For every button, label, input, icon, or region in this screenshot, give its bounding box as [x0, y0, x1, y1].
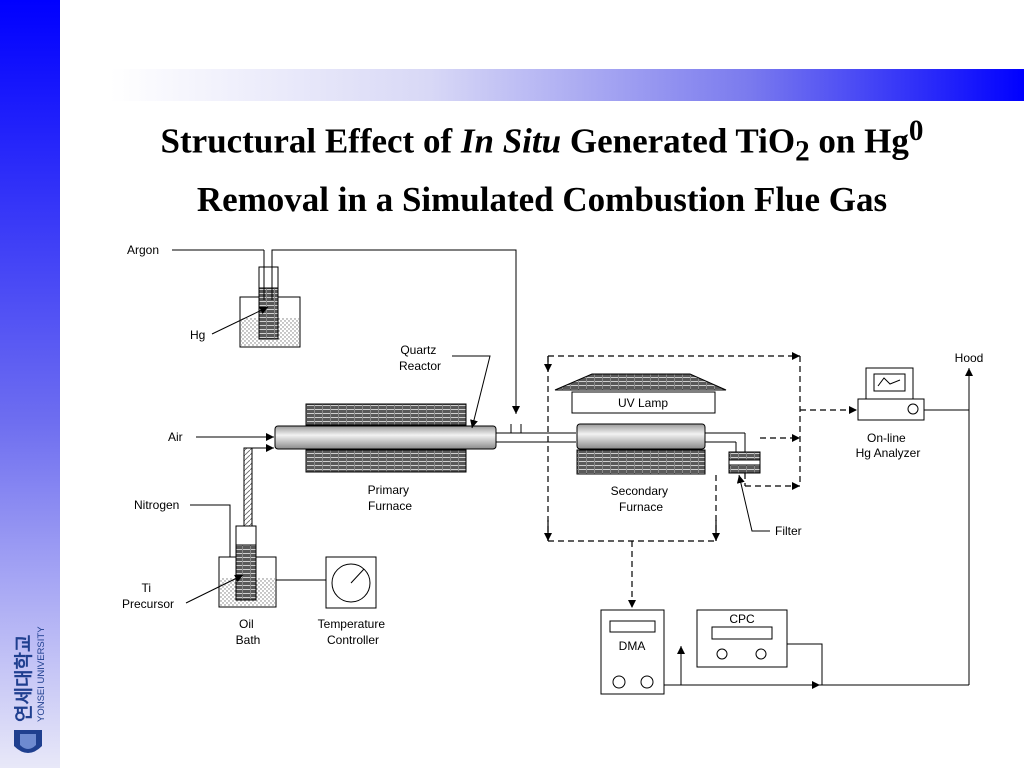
- title-line-2: Removal in a Simulated Combustion Flue G…: [196, 179, 888, 219]
- quartz-reactor-tube: [274, 425, 497, 450]
- hg-pointer: [211, 306, 269, 335]
- logo-korean-text: 연세대학교: [13, 635, 35, 722]
- primary-furnace: [305, 403, 467, 473]
- dma-instrument: [600, 609, 665, 695]
- temp-controller-label: Temperature Controller: [318, 617, 389, 647]
- title-line-1: Structural Effect of In Situ Generated T…: [160, 115, 924, 168]
- yonsei-logo: 연세대학교 YONSEI UNIVERSITY: [13, 626, 47, 753]
- filter: [728, 451, 761, 474]
- dma-cpc-lines: [664, 643, 969, 689]
- oil-bath: [218, 525, 277, 608]
- argon-line: [172, 249, 520, 414]
- slide-title: Structural Effect of In Situ Generated T…: [60, 108, 1024, 223]
- hood-label: Hood: [955, 351, 984, 365]
- nitrogen-line: [190, 504, 231, 582]
- outlet-tube: [705, 432, 746, 452]
- shield-icon: [14, 730, 42, 753]
- hg-label: Hg: [190, 328, 205, 342]
- dashed-flow-lines: [544, 352, 857, 608]
- primary-furnace-label: Primary Furnace: [368, 483, 413, 513]
- hg-saturator: [239, 266, 301, 348]
- oil-bath-label: Oil Bath: [236, 617, 261, 647]
- ti-pointer: [185, 574, 244, 604]
- secondary-furnace: [576, 423, 706, 475]
- uv-lamp: [571, 391, 716, 414]
- air-label: Air: [168, 430, 183, 444]
- filter-pointer: [736, 474, 770, 532]
- ti-feed-tube: [243, 444, 274, 527]
- temperature-controller: [325, 556, 377, 609]
- connecting-tube: [496, 424, 576, 443]
- title-gradient-band: [110, 69, 1024, 101]
- uv-lamp-label: UV Lamp: [618, 396, 668, 410]
- ti-precursor-label: Ti Precursor: [122, 581, 174, 611]
- quartz-pointer: [452, 355, 491, 429]
- argon-label: Argon: [127, 243, 159, 257]
- hg-analyzer-label: On-line Hg Analyzer: [856, 431, 921, 460]
- filter-label: Filter: [775, 524, 802, 538]
- hg-analyzer: [857, 367, 925, 421]
- quartz-reactor-label: Quartz Reactor: [399, 343, 441, 373]
- dma-label: DMA: [619, 639, 646, 653]
- left-accent-bar: [0, 0, 60, 768]
- secondary-furnace-label: Secondary Furnace: [611, 484, 672, 514]
- nitrogen-label: Nitrogen: [134, 498, 179, 512]
- uv-lamp-hood: [554, 373, 727, 391]
- cpc-instrument: [696, 609, 788, 668]
- logo-english-text: YONSEI UNIVERSITY: [36, 626, 47, 722]
- cpc-label: CPC: [729, 612, 755, 626]
